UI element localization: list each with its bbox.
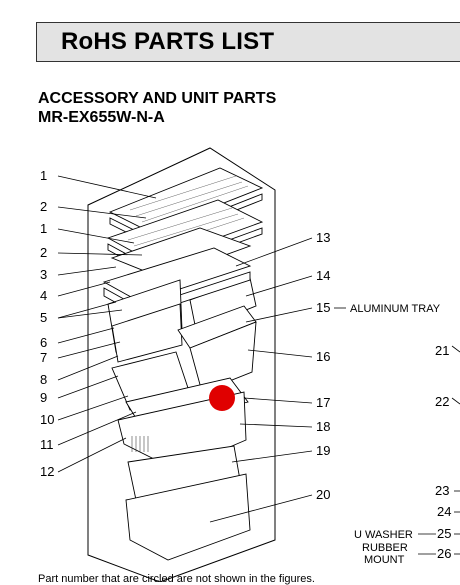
callout-1a: 1: [40, 168, 47, 183]
callout-10: 10: [40, 412, 54, 427]
far-right-callouts: [418, 345, 460, 555]
footnote: Part number that are circled are not sho…: [38, 573, 315, 585]
model-number: MR-EX655W-N-A: [38, 109, 165, 126]
callout-26: 26: [437, 546, 451, 561]
callout-5: 5: [40, 310, 47, 325]
right-callouts: [209, 237, 346, 523]
callout-6: 6: [40, 335, 47, 350]
callout-14: 14: [316, 268, 330, 283]
callout-21: 21: [435, 343, 449, 358]
callout-2a: 2: [40, 199, 47, 214]
callout-15: 15: [316, 300, 330, 315]
callout-19: 19: [316, 443, 330, 458]
callout-8: 8: [40, 372, 47, 387]
callout-9: 9: [40, 390, 47, 405]
header-bar: RoHS PARTS LIST: [36, 22, 460, 62]
callout-18: 18: [316, 419, 330, 434]
far-right-callout-numbers: 21 22 23 24 U WASHER 25 RUBBER MOUNT 26: [354, 343, 451, 566]
parts-diagram: 1 2 1 2 3 4 5 6 7 8 9 10 11 12 13 14 15 …: [40, 147, 460, 582]
u-washer-label: U WASHER: [354, 529, 413, 541]
callout-12: 12: [40, 464, 54, 479]
callout-11: 11: [40, 437, 54, 452]
left-callout-numbers: 1 2 1 2 3 4 5 6 7 8 9 10 11 12: [40, 168, 54, 479]
callout-25: 25: [437, 526, 451, 541]
callout-23: 23: [435, 483, 449, 498]
callout-4: 4: [40, 288, 47, 303]
callout-16: 16: [316, 349, 330, 364]
callout-24: 24: [437, 504, 451, 519]
callout-20: 20: [316, 487, 330, 502]
page-title: RoHS PARTS LIST: [61, 28, 275, 55]
callout-17: 17: [316, 395, 330, 410]
parts-illustration: [102, 167, 264, 561]
rubber-label: RUBBER: [362, 542, 408, 554]
callout-13: 13: [316, 230, 330, 245]
callout-22: 22: [435, 394, 449, 409]
callout-7: 7: [40, 350, 47, 365]
right-callout-numbers: 13 14 15 ALUMINUM TRAY 16 17 18 19 20: [316, 230, 441, 502]
cabinet-outline: [87, 147, 276, 582]
callout-3: 3: [40, 267, 47, 282]
red-marker: [209, 385, 235, 411]
aluminum-tray-label: ALUMINUM TRAY: [350, 303, 441, 315]
section-title: ACCESSORY AND UNIT PARTS: [38, 90, 277, 107]
mount-label: MOUNT: [364, 554, 405, 566]
callout-1b: 1: [40, 221, 47, 236]
callout-2b: 2: [40, 245, 47, 260]
section-heading: ACCESSORY AND UNIT PARTS MR-EX655W-N-A: [38, 89, 276, 127]
left-callouts: [57, 175, 157, 473]
